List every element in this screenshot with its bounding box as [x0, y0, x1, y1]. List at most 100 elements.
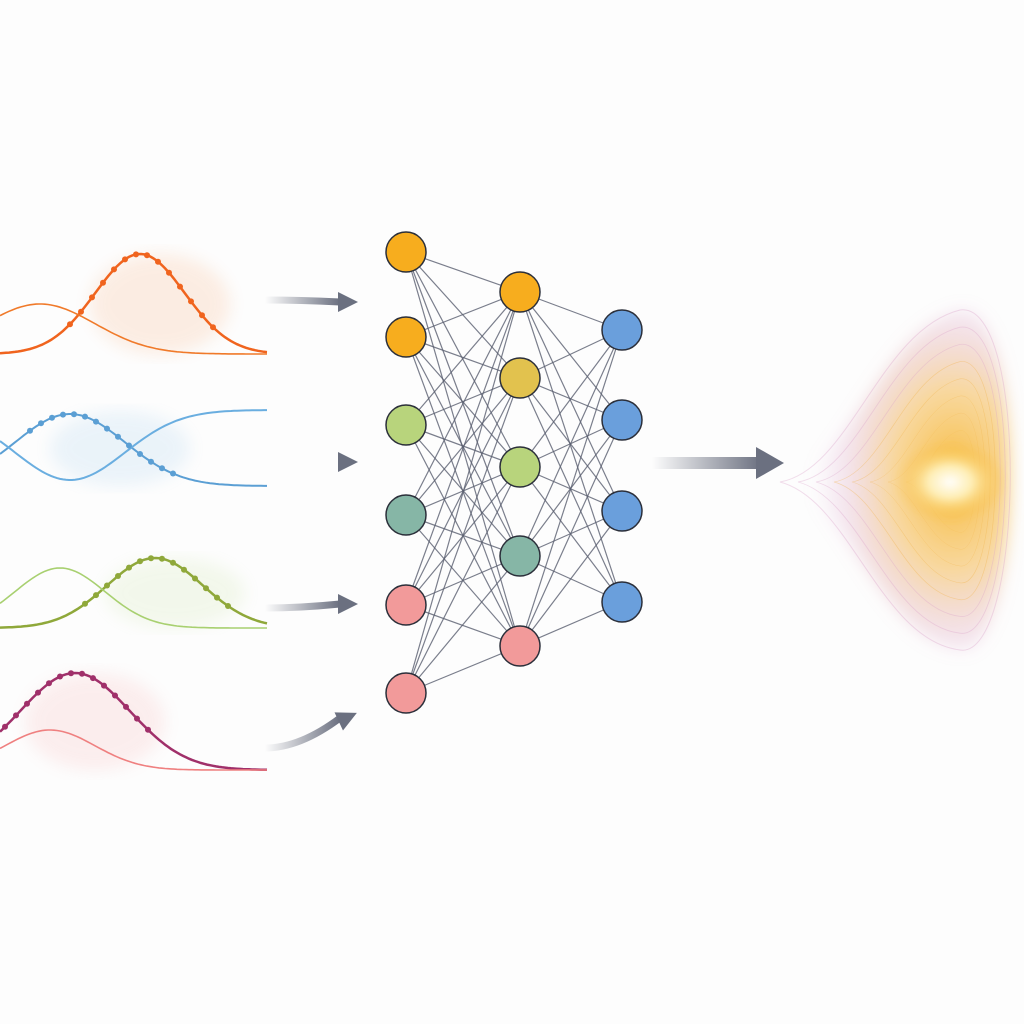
node-layer2-3 [499, 446, 541, 488]
node-layer2-5 [499, 625, 541, 667]
arrow-head [756, 447, 784, 479]
data-point [155, 258, 161, 265]
distribution-curve [0, 671, 268, 772]
node-layer1-6 [385, 672, 427, 714]
edge [519, 510, 623, 647]
arrow-shaft [264, 600, 341, 612]
distribution-shadow [25, 673, 165, 770]
arrow-shaft [652, 457, 762, 469]
output-arrow [652, 447, 784, 479]
node-layer1-4 [385, 494, 427, 536]
data-point [192, 575, 198, 582]
edge [519, 377, 623, 603]
data-point [60, 411, 66, 418]
data-point [137, 558, 143, 565]
data-point [170, 470, 176, 477]
input-distributions [0, 251, 268, 772]
edge [405, 555, 521, 694]
data-point [148, 555, 154, 562]
data-point [210, 324, 216, 331]
node-layer3-1 [601, 309, 643, 351]
arrow-shaft [264, 715, 343, 752]
glow-core [895, 442, 1005, 522]
distribution-curve [0, 729, 267, 771]
data-point [177, 283, 183, 290]
arrow-head [334, 712, 357, 731]
edge [405, 377, 521, 694]
data-point [115, 573, 121, 579]
data-point [104, 582, 110, 589]
output-glow [770, 309, 1011, 651]
data-point [148, 458, 154, 465]
node-layer1-1 [385, 231, 427, 273]
data-point [68, 670, 74, 677]
data-point [144, 252, 150, 259]
node-layer2-2 [499, 357, 541, 399]
distribution-shadow [50, 411, 190, 486]
arrow-4 [264, 712, 357, 752]
node-layer3-4 [601, 581, 643, 623]
data-point [203, 585, 209, 592]
data-point [24, 700, 30, 707]
data-point [71, 411, 77, 418]
arrow-shaft [264, 296, 341, 306]
distribution-curve [0, 413, 267, 487]
data-point [133, 251, 139, 258]
data-point [104, 425, 110, 432]
data-point [112, 692, 118, 699]
distribution-blue [0, 409, 267, 487]
data-point [27, 427, 33, 434]
distribution-magenta [0, 670, 268, 772]
data-point [111, 266, 117, 273]
node-layer1-3 [385, 404, 427, 446]
data-point [145, 726, 151, 733]
edge [519, 291, 623, 603]
edge [519, 377, 623, 512]
node-layer3-3 [601, 490, 643, 532]
edge [519, 466, 623, 603]
data-point [137, 451, 143, 457]
data-point [159, 555, 165, 562]
data-point [126, 442, 132, 449]
distribution-shadow [105, 558, 245, 628]
arrow-head [338, 292, 358, 312]
data-point [38, 420, 44, 427]
node-layer2-1 [499, 271, 541, 313]
node-layer1-2 [385, 316, 427, 358]
glow-contour [797, 326, 1006, 634]
data-point [35, 689, 41, 696]
data-point [57, 673, 63, 680]
data-point [181, 566, 187, 573]
edge [519, 329, 623, 468]
data-point [2, 723, 8, 730]
data-point [170, 559, 176, 566]
data-point [199, 312, 205, 319]
arrow-1 [264, 292, 358, 312]
data-point [93, 592, 99, 599]
data-point [225, 603, 231, 609]
distribution-curve [0, 303, 267, 355]
node-layer2-4 [499, 535, 541, 577]
distribution-orange [0, 251, 268, 355]
data-point [82, 600, 88, 607]
edge [405, 291, 521, 426]
distribution-curve [0, 409, 267, 481]
arrow-2 [265, 452, 358, 472]
arrow-3 [264, 594, 358, 614]
edge [405, 291, 521, 516]
edge [519, 291, 623, 512]
data-point [122, 256, 128, 263]
arrow-head [338, 452, 358, 472]
data-point [67, 321, 73, 328]
distribution-green [0, 555, 268, 629]
edge [405, 291, 521, 606]
edge [405, 466, 521, 694]
data-point [214, 594, 220, 601]
edge [519, 291, 623, 421]
node-layer1-5 [385, 584, 427, 626]
data-point [89, 294, 95, 301]
glow-contour [779, 309, 1011, 651]
data-point [100, 279, 106, 286]
